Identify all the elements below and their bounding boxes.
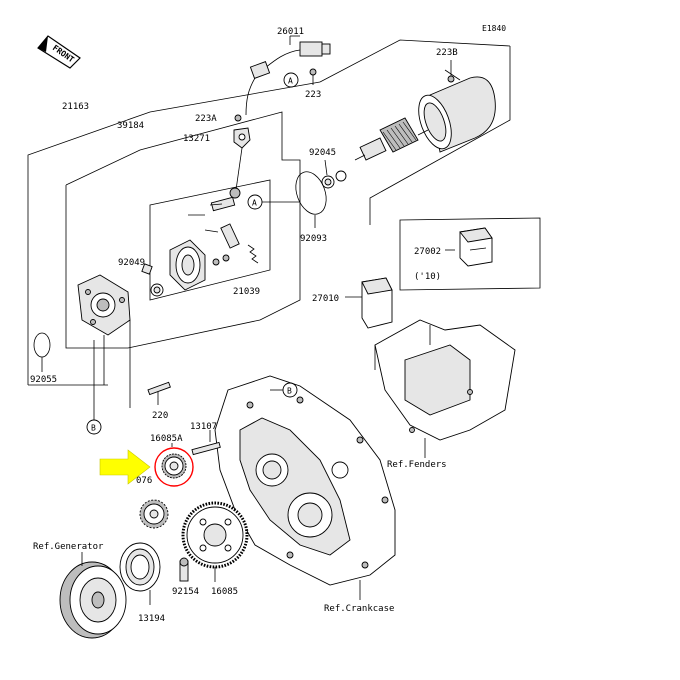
highlight-circle xyxy=(154,447,194,487)
label-92055: 92055 xyxy=(30,375,57,385)
bracket-13271 xyxy=(229,114,251,199)
washer-92049 xyxy=(141,263,164,297)
assembly-outline-27002 xyxy=(399,217,541,291)
label-92154: 92154 xyxy=(172,587,199,597)
assembly-outline-21163 xyxy=(27,39,511,386)
bolt-220 xyxy=(147,381,171,405)
starter-clutch-gear-16085 xyxy=(181,501,249,569)
label-92045: 92045 xyxy=(309,148,336,158)
ref-crankcase: Ref.Crankcase xyxy=(324,604,394,614)
reduction-gear xyxy=(139,499,169,529)
label-223b: 223B xyxy=(436,48,458,58)
one-way-clutch xyxy=(119,542,161,592)
label-16085a: 16085A xyxy=(150,434,183,444)
label-27002-year: ('10) xyxy=(414,272,441,282)
label-223a: 223A xyxy=(195,114,217,124)
o-ring-92055 xyxy=(33,332,51,358)
label-27002: 27002 xyxy=(414,247,441,257)
ecu-27002 xyxy=(459,227,493,267)
label-13107: 13107 xyxy=(190,422,217,432)
armature xyxy=(354,117,429,161)
assembly-outline-39184 xyxy=(65,111,301,349)
label-92049: 92049 xyxy=(118,258,145,268)
label-223: 223 xyxy=(305,90,321,100)
callout-b-left-label: B xyxy=(91,424,96,433)
starter-motor-housing xyxy=(418,69,496,153)
wire-harness-26011 xyxy=(245,35,331,116)
shaft-13107 xyxy=(191,441,221,456)
callout-b-left xyxy=(86,419,102,435)
bolt-92154 xyxy=(179,557,189,582)
callout-a-mid-label: A xyxy=(252,199,257,208)
label-13271: 13271 xyxy=(183,134,210,144)
callout-b-right xyxy=(282,382,298,398)
crankcase xyxy=(214,375,396,586)
label-39184: 39184 xyxy=(117,121,144,131)
brush-plate-assembly xyxy=(169,196,259,291)
ref-fenders: Ref.Fenders xyxy=(387,460,447,470)
diagram-code: E1840 xyxy=(482,24,506,33)
idle-gear-16085a xyxy=(161,453,187,479)
label-27010: 27010 xyxy=(312,294,339,304)
bolt-223 xyxy=(309,68,317,85)
label-26011: 26011 xyxy=(277,27,304,37)
generator-rotor xyxy=(59,561,127,639)
washer-92045 xyxy=(321,170,347,189)
ref-generator: Ref.Generator xyxy=(33,542,104,552)
label-13194: 13194 xyxy=(138,614,165,624)
label-220: 220 xyxy=(152,411,168,421)
label-21039: 21039 xyxy=(233,287,260,297)
highlight-arrow xyxy=(99,449,151,485)
ecu-27010 xyxy=(361,277,393,329)
label-21163: 21163 xyxy=(62,102,89,112)
front-direction-badge: FRONT xyxy=(37,35,81,69)
fender-bracket xyxy=(374,319,516,441)
label-92093: 92093 xyxy=(300,234,327,244)
o-ring-92093 xyxy=(295,171,327,215)
callout-a-top xyxy=(283,72,299,88)
callout-a-top-label: A xyxy=(288,77,293,86)
label-16085: 16085 xyxy=(211,587,238,597)
starter-mount-cover xyxy=(77,274,131,336)
label-076: 076 xyxy=(136,476,152,486)
callout-b-right-label: B xyxy=(287,387,292,396)
